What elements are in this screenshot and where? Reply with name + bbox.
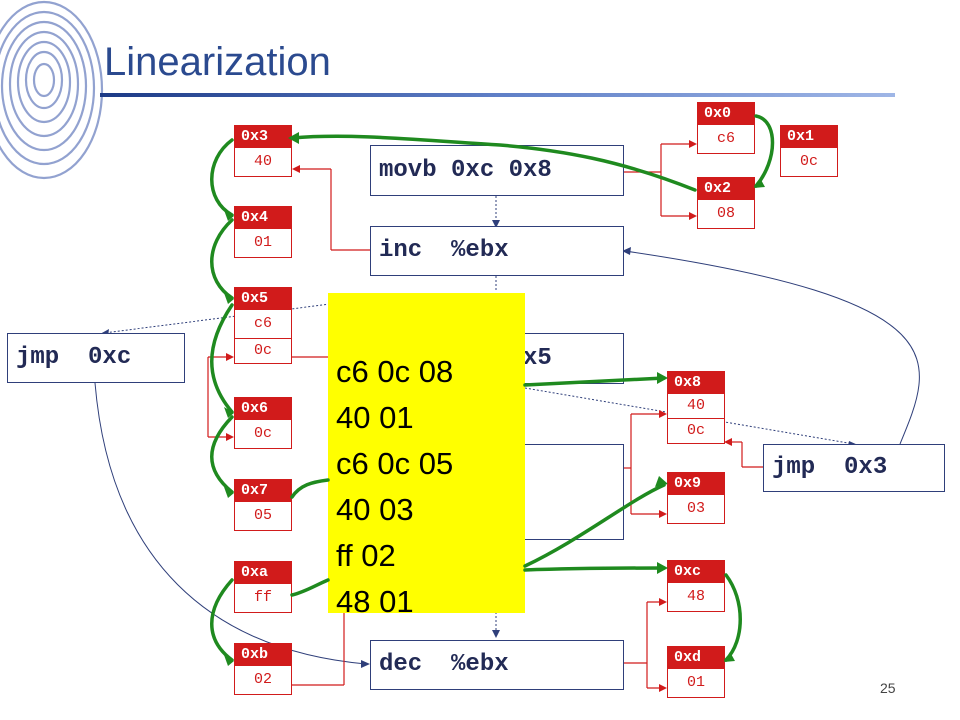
cell-address: 0xc [668, 561, 724, 583]
page-number: 25 [880, 680, 896, 696]
cell-value: 48 [686, 588, 705, 605]
cell-value: 0c [253, 425, 272, 442]
instr-jmp-0xc: jmp 0xc [7, 333, 185, 383]
byte-line: 48 01 [336, 584, 414, 619]
memory-cell-0xa: 0xa ff [234, 561, 292, 613]
byte-listing-panel: c6 0c 08 40 01 c6 0c 05 40 03 ff 02 48 0… [328, 293, 525, 619]
cell-address: 0x2 [698, 178, 754, 200]
title-underline [100, 93, 895, 97]
instr-inc-ebx: inc %ebx [370, 226, 624, 276]
byte-line: 40 01 [336, 400, 414, 435]
instr-text: inc %ebx [379, 237, 509, 264]
instr-jmp-0x3: jmp 0x3 [763, 444, 945, 492]
memory-cell-0x8: 0x8 40 0c [667, 371, 725, 444]
instr-text: dec %ebx [379, 651, 509, 678]
cell-address: 0x3 [235, 126, 291, 148]
cell-value: 0c [799, 153, 818, 170]
cell-address: 0xb [235, 644, 291, 666]
cell-address: 0xa [235, 562, 291, 584]
memory-cell-0x5: 0x5 c6 0c [234, 287, 292, 364]
cell-address: 0x4 [235, 207, 291, 229]
cell-value: c6 [716, 130, 735, 147]
cell-value: 02 [253, 671, 272, 688]
cell-value: 01 [686, 674, 705, 691]
cell-value-2: 0c [235, 338, 291, 363]
instr-text: jmp 0xc [16, 344, 132, 371]
cell-value: ff [253, 589, 272, 606]
cell-address: 0x5 [235, 288, 291, 310]
instr-text: jmp 0x3 [772, 454, 888, 481]
cell-value: 05 [253, 507, 272, 524]
cell-value: 01 [253, 234, 272, 251]
cell-value: 08 [716, 205, 735, 222]
byte-line: c6 0c 05 [336, 446, 454, 481]
cell-address: 0x7 [235, 480, 291, 502]
cell-value-2: 0c [668, 418, 724, 443]
cell-address: 0xd [668, 647, 724, 669]
slide-title: Linearization [104, 40, 331, 84]
cell-value: 03 [686, 500, 705, 517]
cell-address: 0x8 [668, 372, 724, 394]
fingerprint-icon [0, 0, 104, 180]
byte-line: c6 0c 08 [336, 354, 454, 389]
cell-address: 0x9 [668, 473, 724, 495]
cell-address: 0x6 [235, 398, 291, 420]
instr-movb-0xc-0x8: movb 0xc 0x8 [370, 145, 624, 196]
cell-value: 40 [686, 397, 705, 414]
byte-line: 40 03 [336, 492, 414, 527]
cell-value: c6 [253, 315, 272, 332]
instr-dec-ebx: dec %ebx [370, 640, 624, 690]
instr-text: movb 0xc 0x8 [379, 157, 552, 184]
cell-address: 0x0 [698, 103, 754, 125]
cell-address: 0x1 [781, 126, 837, 148]
byte-line: ff 02 [336, 538, 396, 573]
cell-value: 40 [253, 153, 272, 170]
